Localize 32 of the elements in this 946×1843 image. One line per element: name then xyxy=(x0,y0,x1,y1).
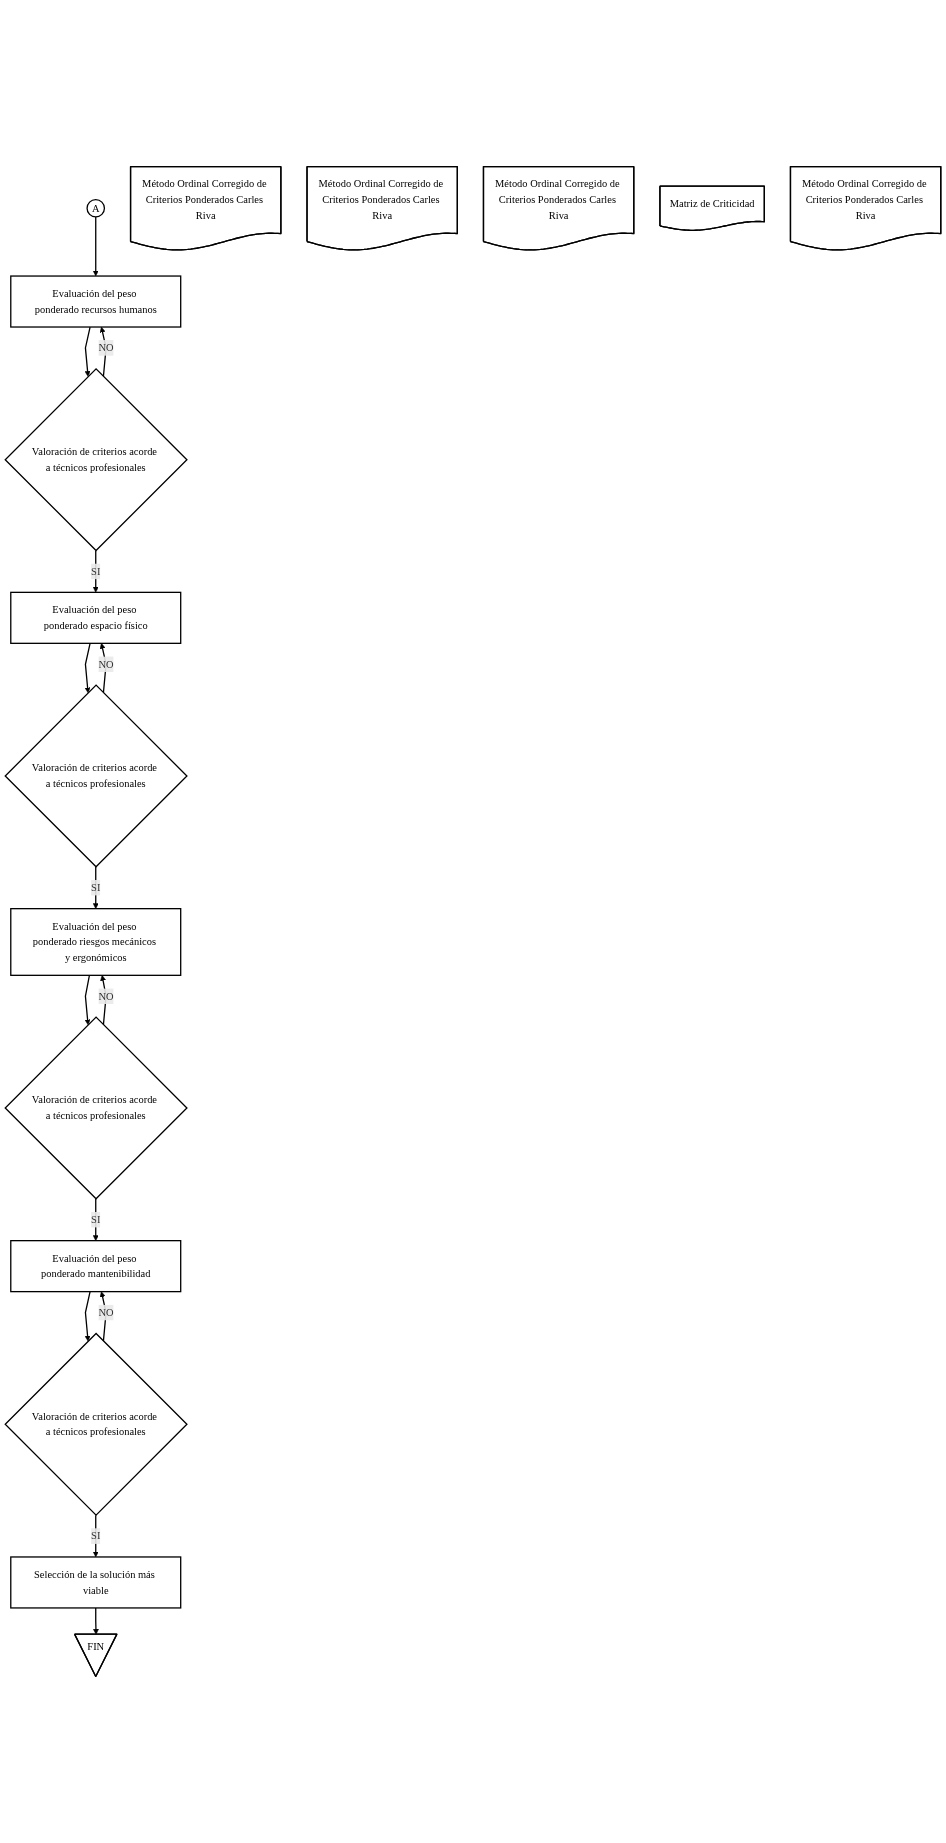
edge-label: NO xyxy=(98,1306,114,1318)
arrow xyxy=(84,642,91,694)
arrow xyxy=(84,1290,91,1342)
arrow xyxy=(92,866,99,909)
edge-label: SI xyxy=(91,1530,101,1542)
arrow xyxy=(92,216,99,277)
arrow xyxy=(92,549,99,593)
edge-label: SI xyxy=(91,881,101,893)
node-circle: A xyxy=(86,198,106,218)
node-box: Evaluación del peso ponderado recursos humanos xyxy=(10,275,182,328)
node-box: Evaluación del peso ponderado espacio físico xyxy=(10,591,182,644)
node-diamond: Valoración de criterios acorde a técnicos profesionales xyxy=(4,367,188,552)
arrow xyxy=(92,1198,99,1241)
arrow xyxy=(84,326,91,377)
arrow xyxy=(92,1514,99,1558)
node-box: Evaluación del peso ponderado mantenibilidad xyxy=(10,1240,182,1293)
edge-label: NO xyxy=(98,342,114,354)
edge-label: SI xyxy=(91,1213,101,1225)
edge-label: SI xyxy=(91,565,101,577)
node-diamond: Valoración de criterios acorde a técnicos profesionales xyxy=(4,1016,188,1200)
arrow xyxy=(99,643,107,694)
arrow xyxy=(93,1607,99,1635)
node-box: Evaluación del peso ponderado riesgos mecánicos y ergonómicos xyxy=(10,908,182,976)
node-diamond: Valoración de criterios acorde a técnicos profesionales xyxy=(4,1332,188,1517)
arrow xyxy=(99,326,107,378)
node-box: Selección de la solución más viable xyxy=(10,1556,182,1609)
edge-label: NO xyxy=(98,658,114,670)
edge-label: NO xyxy=(98,990,114,1002)
arrow xyxy=(99,1291,107,1342)
arrow xyxy=(84,974,91,1026)
arrow xyxy=(100,975,107,1026)
node-diamond: Valoración de criterios acorde a técnicos profesionales xyxy=(4,684,188,868)
